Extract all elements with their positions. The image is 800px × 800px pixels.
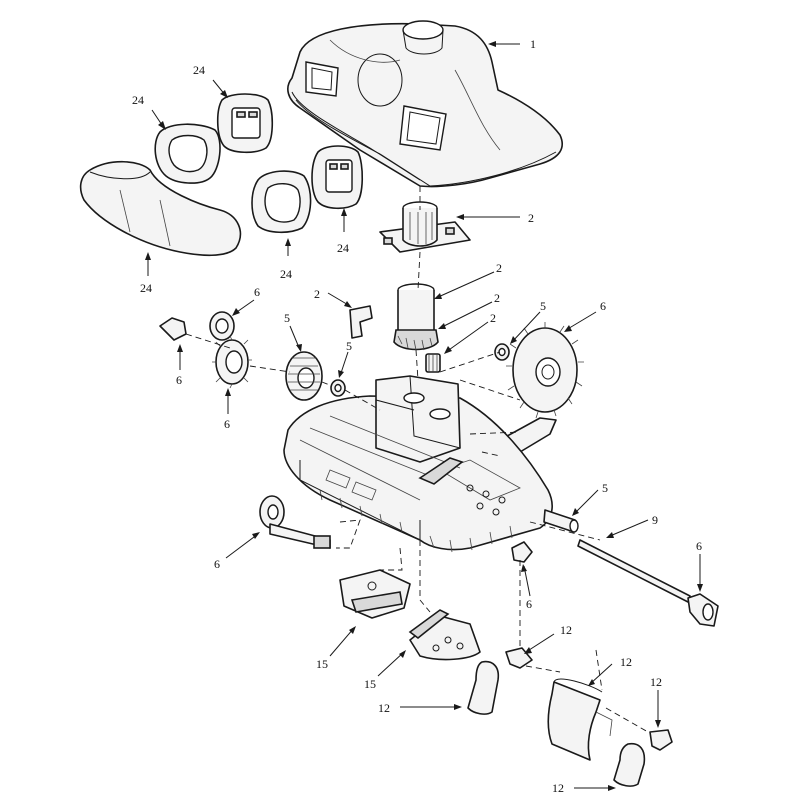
part-12-clip-right <box>649 729 673 751</box>
callout-9-shaft: 9 <box>652 513 658 527</box>
part-24-filter-frame-c <box>251 170 312 234</box>
part-6-left-pinion <box>209 311 235 341</box>
callout-6-right-clip: 6 <box>526 597 532 611</box>
callout-12-saddle-left: 12 <box>378 701 390 715</box>
callout-6-front-axle: 6 <box>214 557 220 571</box>
part-5-left-wheel <box>285 351 323 401</box>
part-24-filter-frame-b <box>216 93 274 154</box>
callout-24-frame-c: 24 <box>280 267 292 281</box>
callout-5-left-washer: 5 <box>346 339 352 353</box>
callout-labels: 1 24 24 24 24 24 2 2 2 2 2 6 5 5 5 6 6 6… <box>132 37 702 795</box>
callout-5-rod-end: 5 <box>602 481 608 495</box>
part-6-right-clip <box>511 541 533 563</box>
part-6-left-gear <box>212 335 252 389</box>
callout-24-frame-d: 24 <box>337 241 349 255</box>
callout-2-clip: 2 <box>314 287 320 301</box>
callout-24-frame-b: 24 <box>193 63 205 77</box>
part-2-motor-cylinder <box>393 283 439 351</box>
callout-15-plate-a: 15 <box>316 657 328 671</box>
part-5-left-washer <box>330 379 346 397</box>
part-24-filter-frame-a <box>154 123 221 184</box>
part-5-right-rod-end <box>543 509 579 533</box>
part-6-right-knob <box>687 593 719 627</box>
callout-2-top-mount: 2 <box>528 211 534 225</box>
callout-2-gear: 2 <box>494 291 500 305</box>
callout-2-pinion: 2 <box>490 311 496 325</box>
callout-6-left-bushing: 6 <box>176 373 182 387</box>
part-12-saddle-left <box>467 660 500 715</box>
leader-lines <box>145 41 703 791</box>
callout-2-cylinder: 2 <box>496 261 502 275</box>
part-15-plate-b <box>408 609 481 661</box>
part-24-filter-frame-d <box>311 145 364 210</box>
callout-12-saddle-right: 12 <box>552 781 564 795</box>
part-12-center-sleeve <box>547 678 613 761</box>
callout-12-sleeve: 12 <box>620 655 632 669</box>
chassis-body <box>283 375 553 553</box>
callout-24-frame-a: 24 <box>132 93 144 107</box>
assembly-guide-lines <box>185 186 649 733</box>
part-2-top-mount <box>379 201 471 253</box>
callout-6-knob: 6 <box>696 539 702 553</box>
callout-24-bumper: 24 <box>140 281 152 295</box>
part-5-right-washer <box>494 343 510 361</box>
part-1-top-cover <box>287 20 564 188</box>
part-6-front-left-gear-axle <box>259 495 331 549</box>
callout-1: 1 <box>530 37 536 51</box>
part-6-left-bushing <box>159 317 187 341</box>
callout-6-left-gear: 6 <box>224 417 230 431</box>
callout-5-right-washer: 5 <box>540 299 546 313</box>
part-12-saddle-right <box>613 742 646 787</box>
callout-12-clip-right: 12 <box>650 675 662 689</box>
callout-5-left-wheel: 5 <box>284 311 290 325</box>
callout-6-right-gear: 6 <box>600 299 606 313</box>
callout-6-left-pinion: 6 <box>254 285 260 299</box>
part-15-plate-a <box>339 569 411 619</box>
part-9-shaft <box>577 539 691 603</box>
part-2-small-gear <box>425 353 441 373</box>
part-24-bumper-curved <box>79 160 242 257</box>
part-2-clip <box>349 305 373 339</box>
callout-15-plate-b: 15 <box>364 677 376 691</box>
callout-12-clip-left: 12 <box>560 623 572 637</box>
part-6-right-large-gear <box>506 322 584 419</box>
